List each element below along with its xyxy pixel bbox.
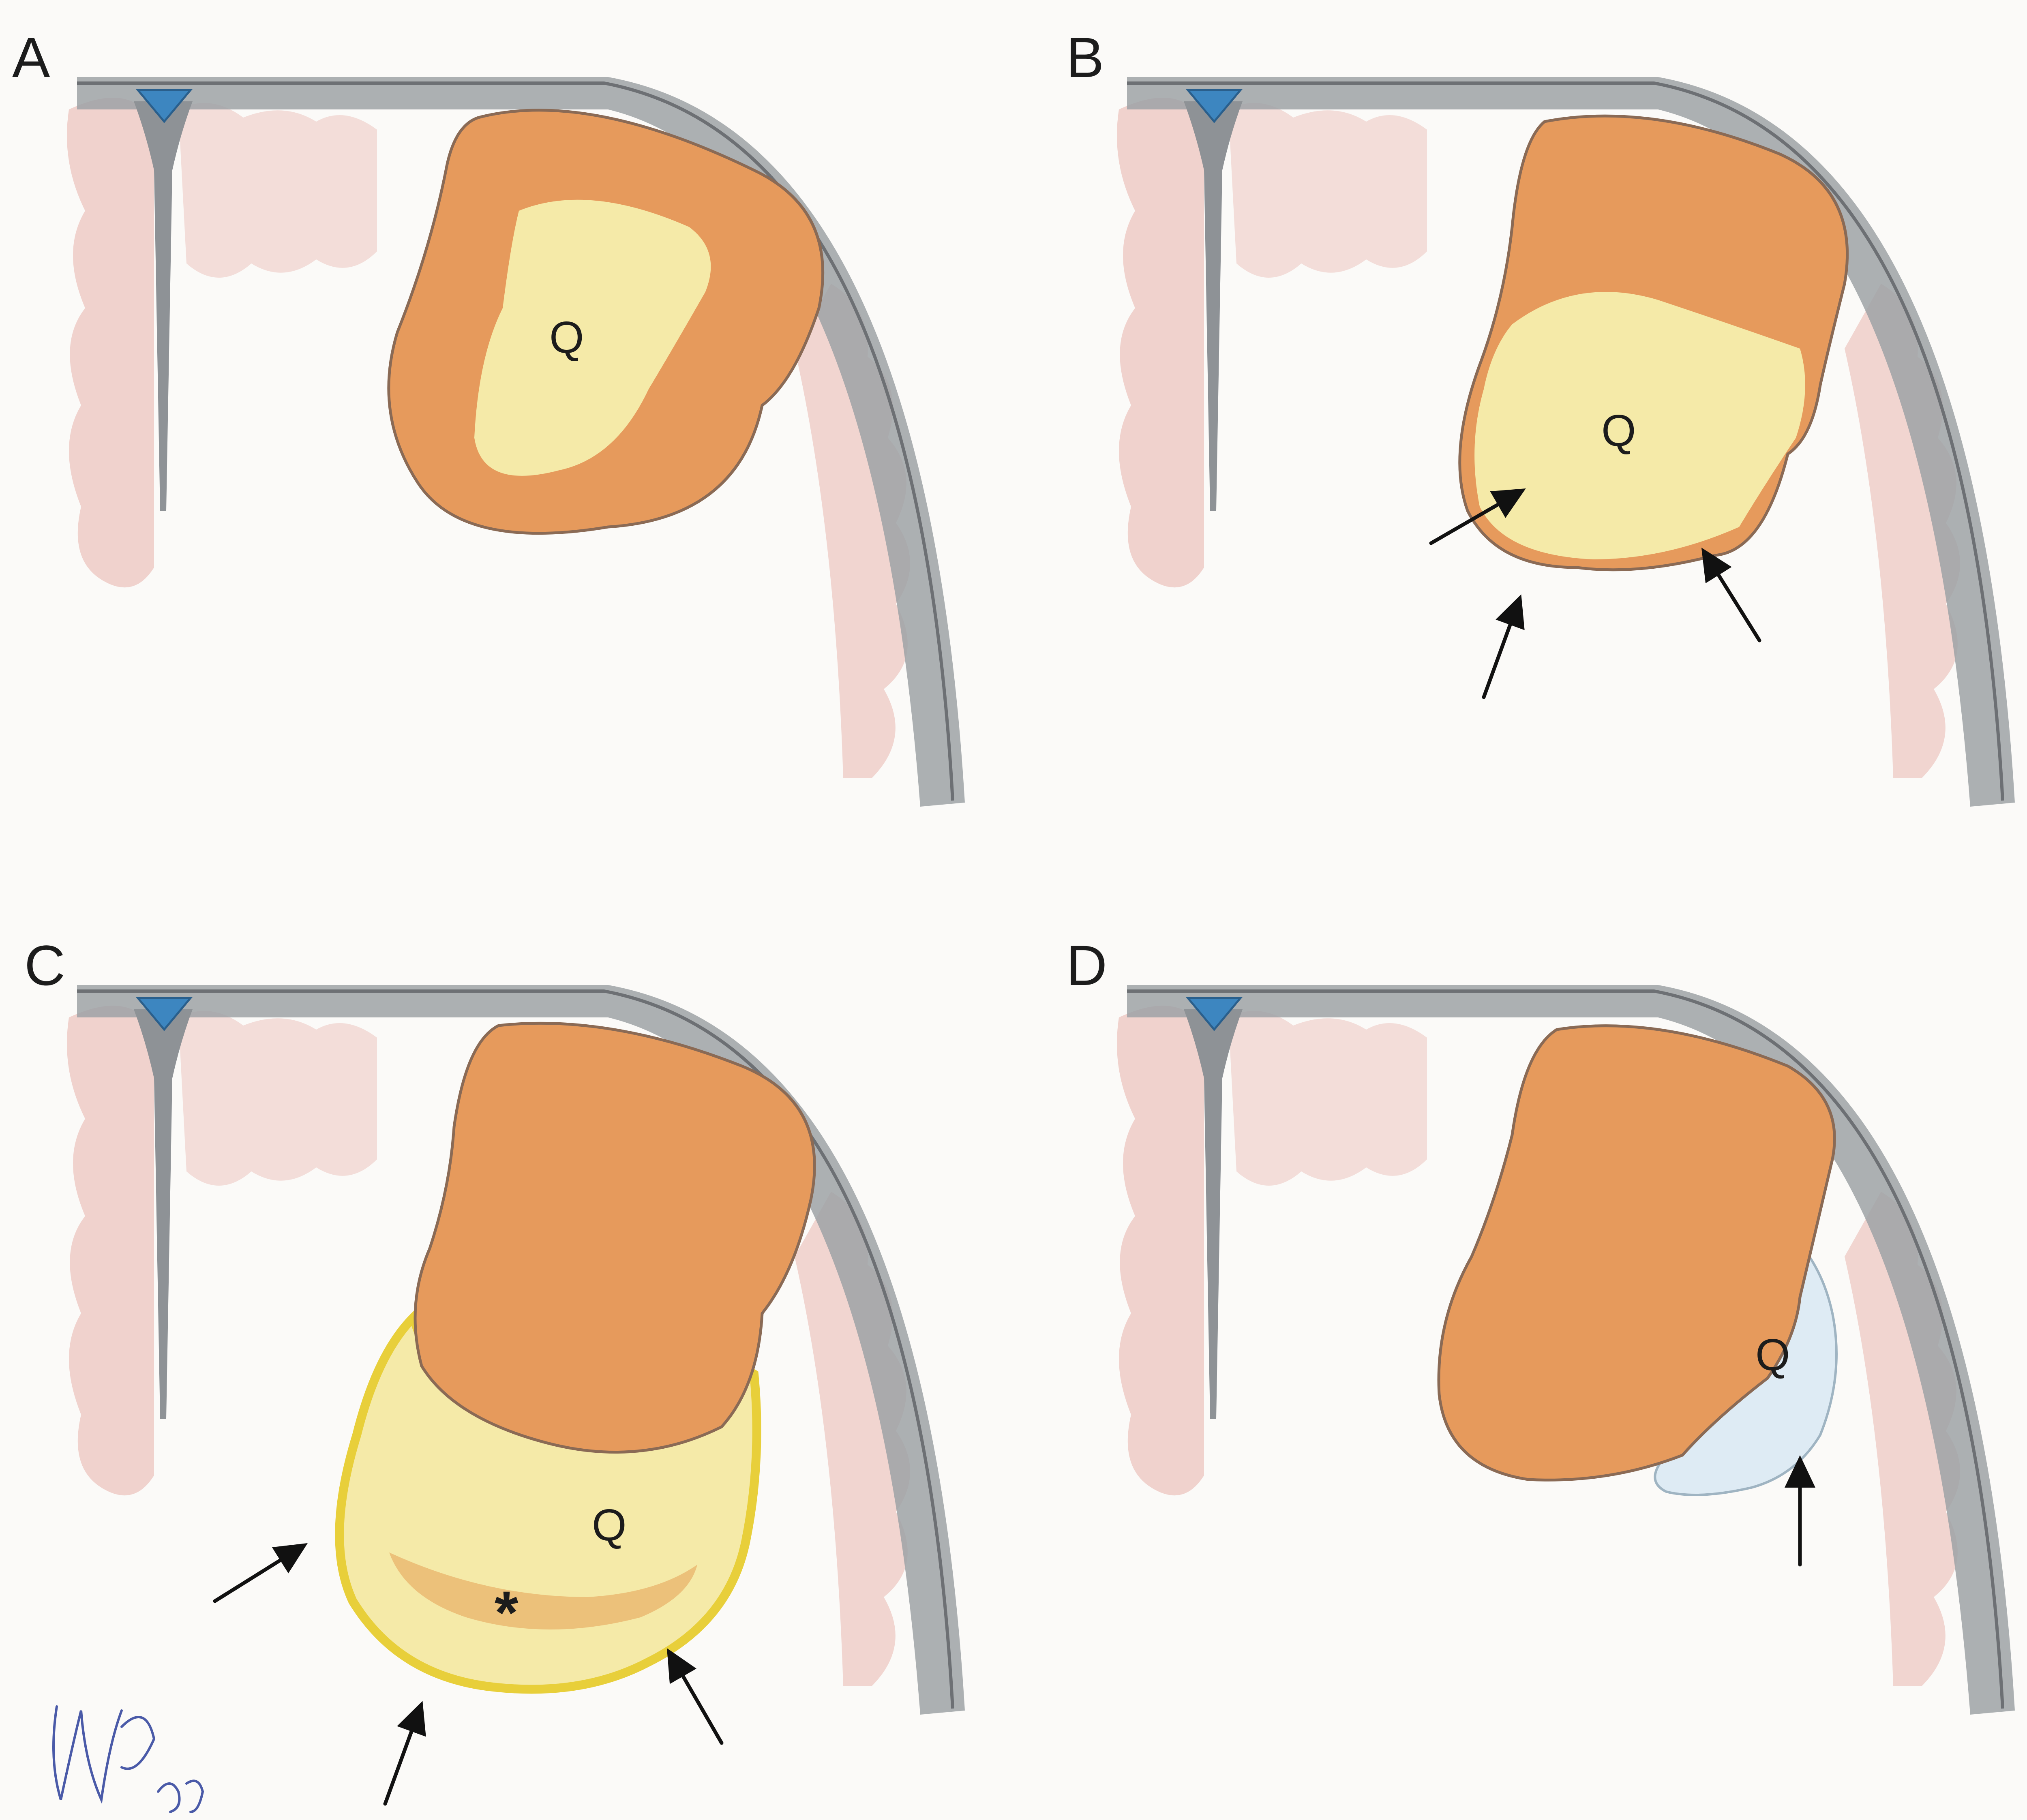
tumor-label-q: Q [1601, 406, 1636, 456]
arrow-up [1785, 1455, 1815, 1565]
panel-a: A Q [12, 26, 965, 807]
arrow-bottom [1469, 589, 1536, 702]
panel-d: D Q [1066, 934, 2015, 1715]
tumor-label-q: Q [549, 313, 584, 362]
arrow-bottom [371, 1696, 437, 1809]
artist-signature [54, 1707, 203, 1812]
panel-label: B [1066, 26, 1104, 89]
panel-label: A [12, 26, 50, 89]
arrow-left [207, 1530, 316, 1614]
panel-b: B Q [1066, 26, 2015, 807]
tumor-label-q: Q [1755, 1330, 1790, 1380]
asterisk-marker: * [495, 1578, 519, 1647]
panel-label: C [24, 934, 65, 997]
panel-label: D [1066, 934, 1107, 997]
panel-c: C Q * [24, 934, 965, 1809]
tumor-label-q: Q [592, 1500, 627, 1550]
